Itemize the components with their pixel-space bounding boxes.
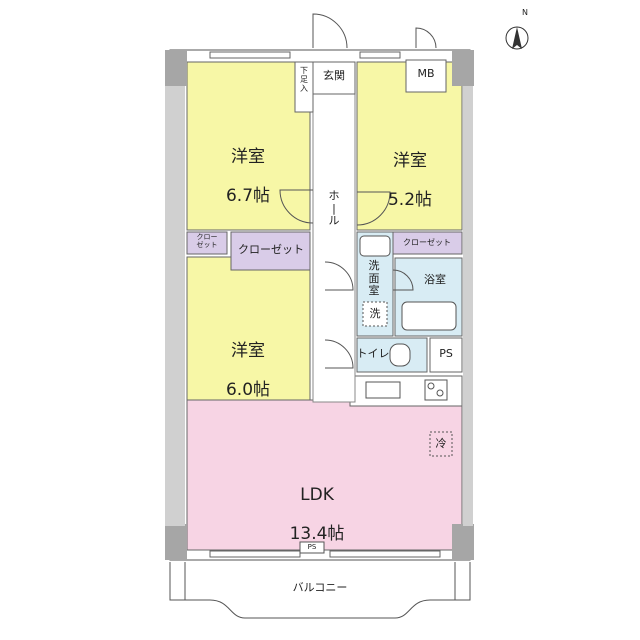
- ldk-name: LDK: [300, 484, 334, 505]
- western-room-1-name: 洋室: [231, 146, 265, 167]
- ps-box: [429, 337, 463, 373]
- closet-1-fill: [230, 231, 311, 271]
- western-room-1-label: 洋室 6.7帖: [200, 128, 296, 206]
- western-room-2-size: 5.2帖: [387, 189, 433, 210]
- mb-fill: [405, 59, 447, 93]
- windows: [209, 51, 441, 558]
- columns: [165, 50, 474, 560]
- western-room-1-fill: [186, 61, 311, 231]
- western-room-2-name: 洋室: [393, 150, 427, 171]
- doors: [279, 13, 437, 369]
- toilet-label: トイレ: [356, 347, 390, 360]
- closet-2-label: クローゼット: [403, 238, 451, 247]
- closet-small-label: クロー ゼット: [196, 233, 218, 250]
- shoe-storage-label: 下 足 入: [300, 66, 308, 94]
- balcony-label: バルコニー: [292, 581, 348, 594]
- ps-label-2: PS: [307, 543, 317, 551]
- ps-label-1: PS: [439, 347, 453, 360]
- balcony-outline: [169, 562, 471, 619]
- fridge-label: 冷: [435, 437, 447, 450]
- compass-label: N: [522, 8, 528, 17]
- western-room-3-label: 洋室 6.0帖: [200, 322, 296, 400]
- western-room-2-label: 洋室 5.2帖: [362, 132, 458, 210]
- shoe-storage-fill: [294, 61, 314, 113]
- ldk-size: 13.4帖: [289, 523, 345, 544]
- ldk-fill: [186, 399, 463, 551]
- hall-label: ホ | ル: [328, 189, 340, 228]
- washroom-label: 洗 面 室: [368, 259, 380, 298]
- washer-label: 洗: [369, 307, 381, 320]
- compass-icon: [505, 26, 529, 50]
- western-room-3-fill: [186, 256, 311, 428]
- entrance-label: 玄関: [323, 69, 345, 82]
- western-room-3-size: 6.0帖: [225, 379, 271, 400]
- ldk-label: LDK 13.4帖: [262, 466, 372, 544]
- closet-small-fill: [186, 231, 228, 255]
- western-room-3-name: 洋室: [231, 340, 265, 361]
- closet-1-label: クローゼット: [238, 243, 304, 256]
- western-room-1-size: 6.7帖: [225, 185, 271, 206]
- bath-label: 浴室: [424, 273, 446, 286]
- fixtures: [299, 235, 457, 554]
- entrance-fill: [312, 61, 356, 95]
- hall-fill: [312, 61, 356, 403]
- mb-label: MB: [417, 67, 435, 80]
